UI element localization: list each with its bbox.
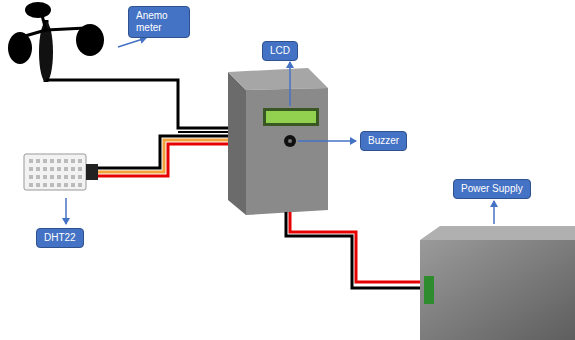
grille-dot [29,175,33,179]
grille-dot [36,175,40,179]
grille-dot [57,175,61,179]
grille-dot [50,175,54,179]
grille-dot [43,183,47,187]
grille-dot [29,159,33,163]
grille-dot [64,183,68,187]
label-text: DHT22 [44,232,76,244]
buzzer-label: Buzzer [360,131,407,151]
grille-dot [36,167,40,171]
grille-dot [29,183,33,187]
grille-dot [50,167,54,171]
grille-dot [78,167,82,171]
label-text: Anemo meter [136,10,182,34]
grille-dot [36,183,40,187]
grille-dot [36,159,40,163]
grille-dot [71,159,75,163]
grille-dot [64,167,68,171]
grille-dot [57,159,61,163]
grille-dot [64,159,68,163]
grille-dot [43,167,47,171]
grille-dot [64,175,68,179]
anemometer-label: Anemo meter [128,6,190,38]
dht22-label: DHT22 [36,228,84,248]
grille-dot [57,183,61,187]
label-text: Power Supply [461,183,523,195]
lcd-label: LCD [262,41,298,61]
grille-dot [71,175,75,179]
power-supply-box [420,226,575,340]
grille-dot [78,175,82,179]
dht22-sensor [24,154,98,190]
grille-dot [78,159,82,163]
power-supply-label: Power Supply [453,179,531,199]
grille-dot [57,167,61,171]
label-text: LCD [270,45,290,57]
grille-dot [71,183,75,187]
grille-dot [78,183,82,187]
grille-dot [50,159,54,163]
grille-dot [43,159,47,163]
grille-dot [29,167,33,171]
grille-dot [50,183,54,187]
label-text: Buzzer [368,135,399,147]
anemometer [8,2,104,82]
grille-dot [71,167,75,171]
grille-dot [43,175,47,179]
